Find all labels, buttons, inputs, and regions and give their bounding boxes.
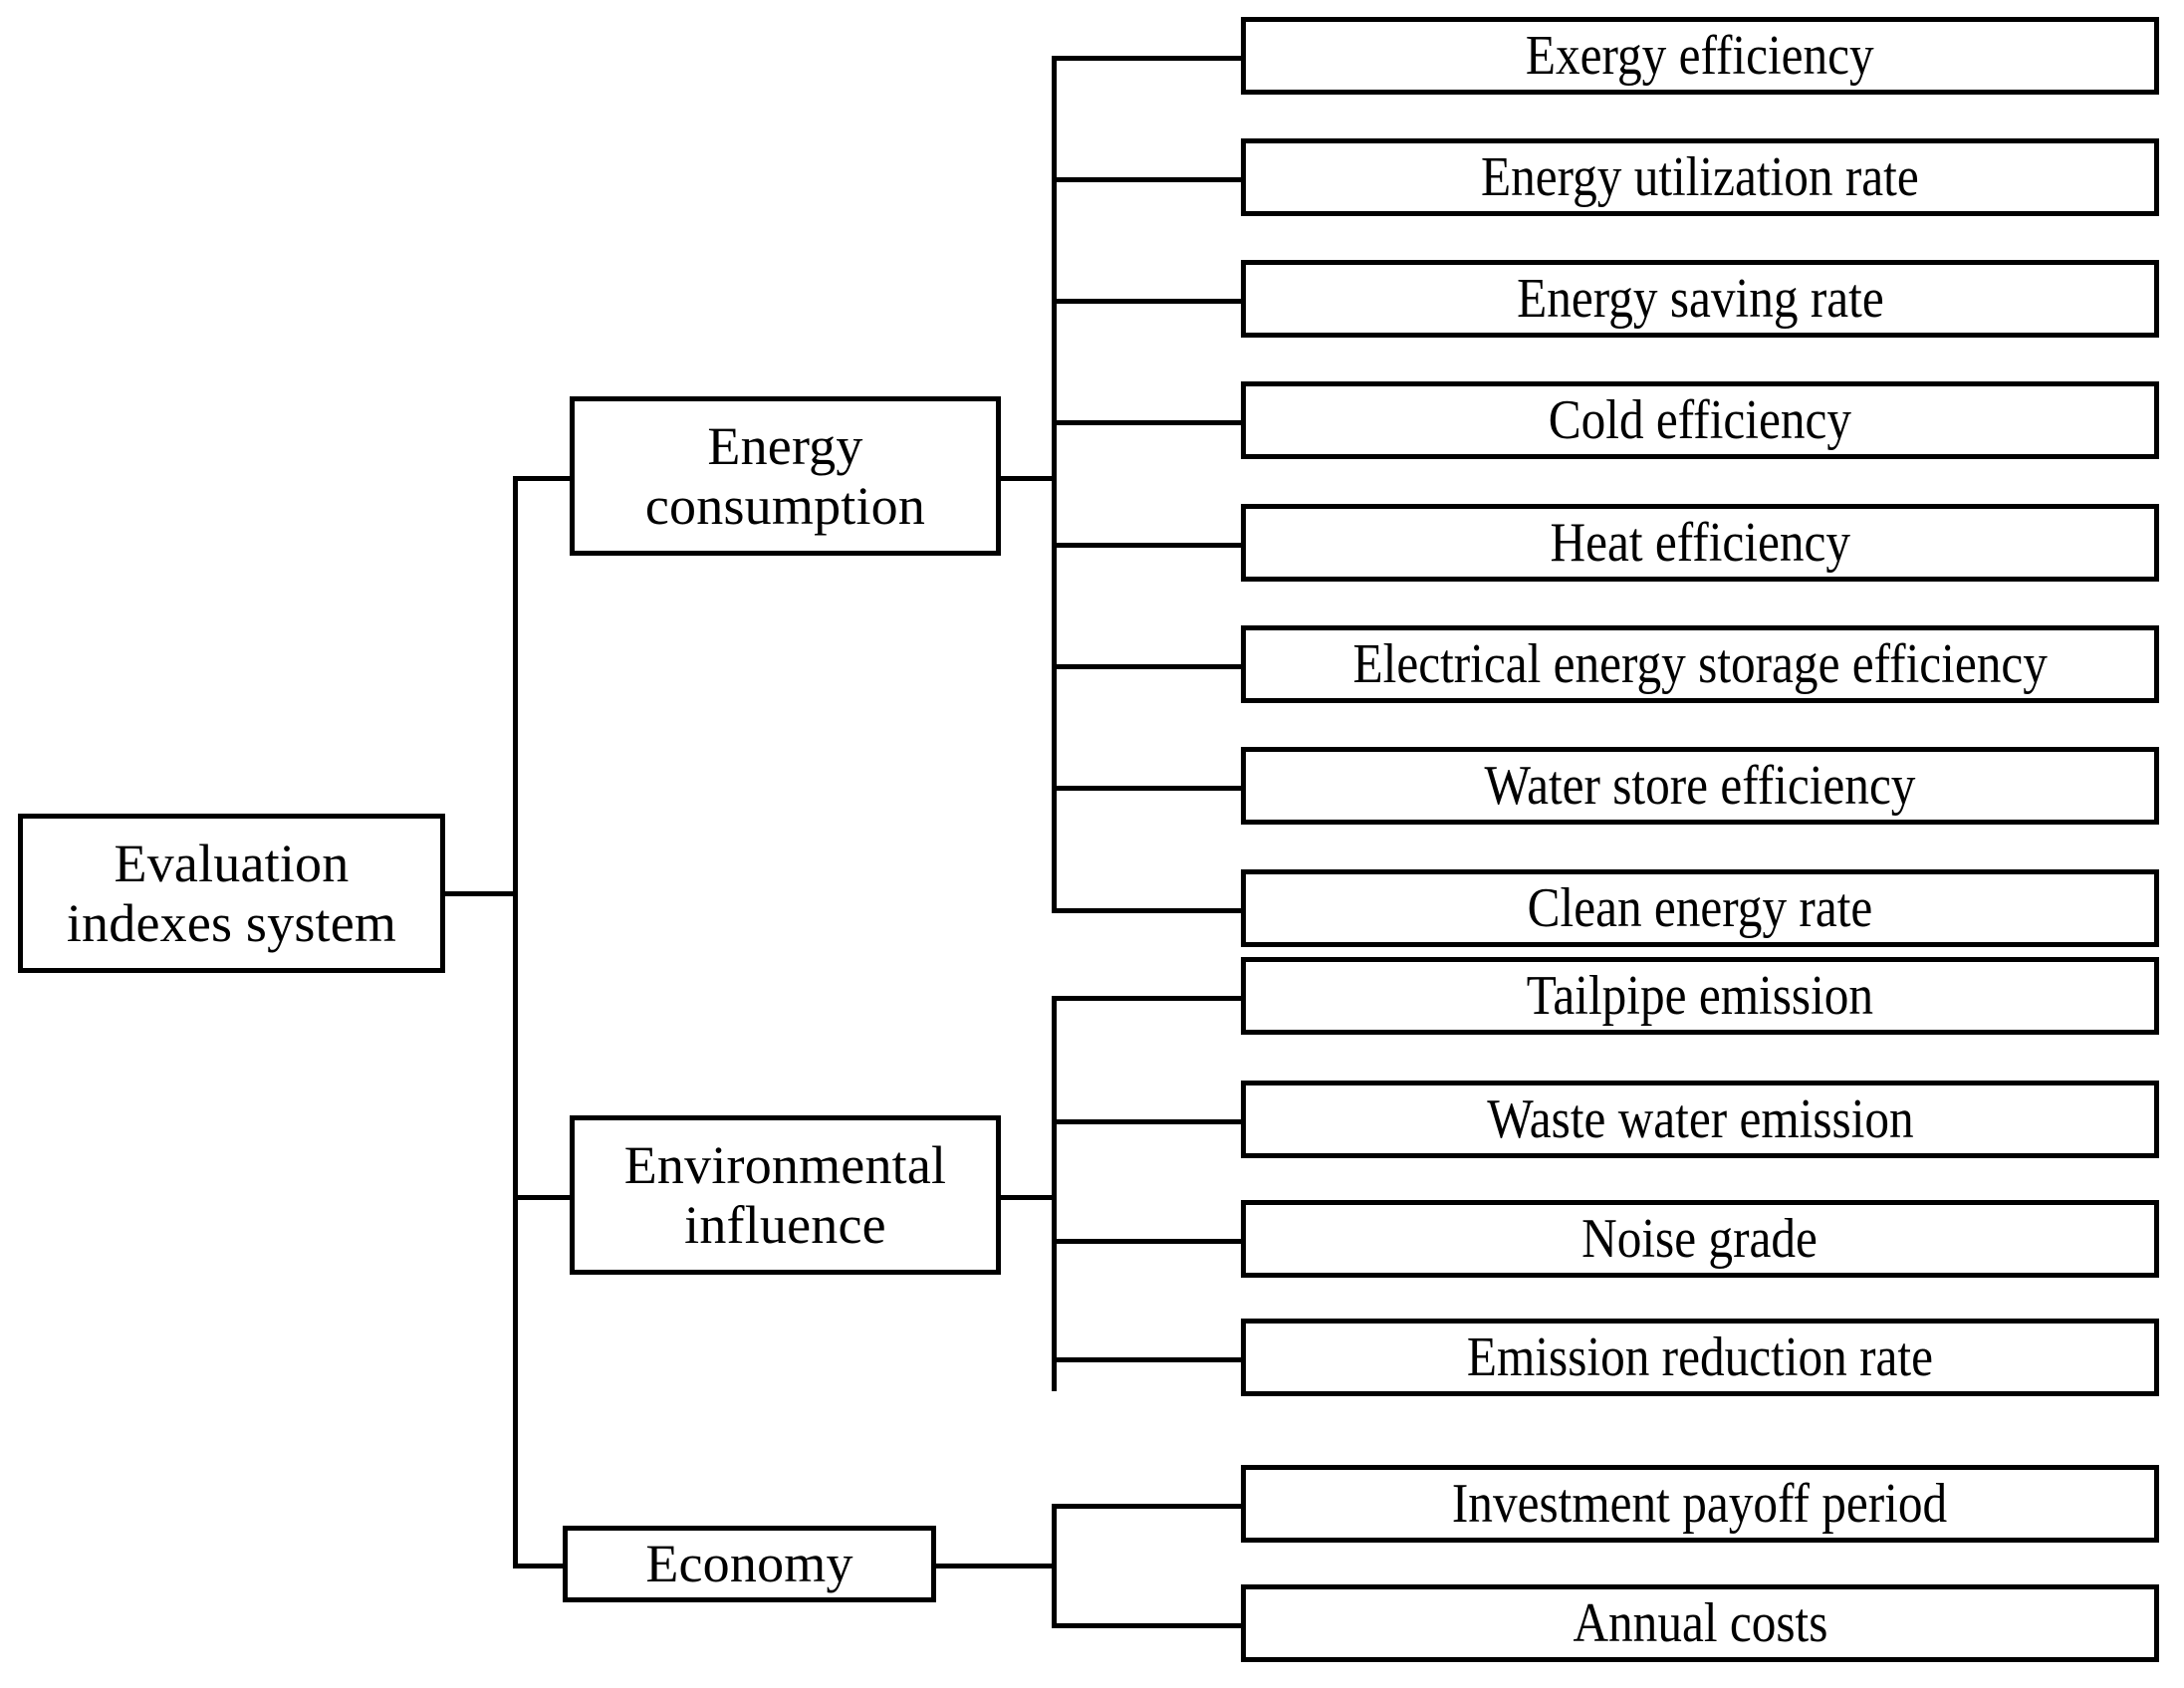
leaf-node-label: Energy utilization rate (1481, 145, 1919, 208)
leaf-node-cold-efficiency[interactable]: Cold efficiency (1241, 381, 2159, 459)
leaf-node-label: Exergy efficiency (1526, 24, 1874, 87)
leaf-node-clean-energy-rate[interactable]: Clean energy rate (1241, 869, 2159, 947)
leaf-node-label: Clean energy rate (1527, 876, 1873, 939)
leaf-node-label: Electrical energy storage efficiency (1352, 632, 2048, 695)
edge-energy-leaf-1 (1052, 56, 1245, 61)
leaf-node-energy-utilization-rate[interactable]: Energy utilization rate (1241, 138, 2159, 216)
edge-economy-subtrunk (1052, 1504, 1057, 1628)
edge-root-to-trunk (443, 891, 517, 896)
edge-main-trunk (513, 476, 518, 1566)
leaf-node-water-store-efficiency[interactable]: Water store efficiency (1241, 747, 2159, 825)
edge-trunk-to-economy (513, 1564, 563, 1568)
branch-node-economy-label: Economy (645, 1534, 853, 1594)
leaf-node-waste-water-emission[interactable]: Waste water emission (1241, 1081, 2159, 1158)
edge-environmental-leaf-3 (1052, 1239, 1245, 1244)
leaf-node-tailpipe-emission[interactable]: Tailpipe emission (1241, 957, 2159, 1035)
leaf-node-label: Emission reduction rate (1466, 1326, 1934, 1388)
leaf-node-label: Noise grade (1581, 1207, 1819, 1270)
branch-node-economy[interactable]: Economy (563, 1526, 936, 1602)
leaf-node-emission-reduction-rate[interactable]: Emission reduction rate (1241, 1319, 2159, 1396)
leaf-node-label: Water store efficiency (1484, 754, 1916, 817)
edge-energy-consumption-to-subtrunk (996, 476, 1056, 481)
edge-energy-leaf-5 (1052, 543, 1245, 548)
edge-environmental-leaf-2 (1052, 1119, 1245, 1124)
leaf-node-label: Investment payoff period (1452, 1472, 1948, 1535)
leaf-node-annual-costs[interactable]: Annual costs (1241, 1584, 2159, 1662)
edge-energy-leaf-8 (1052, 908, 1245, 913)
edge-energy-leaf-4 (1052, 420, 1245, 425)
leaf-node-noise-grade[interactable]: Noise grade (1241, 1200, 2159, 1278)
edge-energy-leaf-7 (1052, 786, 1245, 791)
leaf-node-exergy-efficiency[interactable]: Exergy efficiency (1241, 17, 2159, 95)
edge-energy-leaf-6 (1052, 664, 1245, 669)
edge-economy-to-subtrunk (931, 1564, 1056, 1568)
leaf-node-electrical-energy-storage-efficiency[interactable]: Electrical energy storage efficiency (1241, 625, 2159, 703)
leaf-node-energy-saving-rate[interactable]: Energy saving rate (1241, 260, 2159, 338)
edge-environmental-leaf-1 (1052, 996, 1245, 1001)
leaf-node-label: Cold efficiency (1548, 388, 1852, 451)
edge-environmental-leaf-4 (1052, 1357, 1245, 1362)
leaf-node-label: Waste water emission (1486, 1087, 1914, 1150)
leaf-node-heat-efficiency[interactable]: Heat efficiency (1241, 504, 2159, 582)
leaf-node-investment-payoff-period[interactable]: Investment payoff period (1241, 1465, 2159, 1543)
edge-environmental-subtrunk (1052, 996, 1057, 1391)
edge-energy-leaf-3 (1052, 299, 1245, 304)
leaf-node-label: Heat efficiency (1550, 511, 1850, 574)
edge-energy-leaf-2 (1052, 177, 1245, 182)
edge-trunk-to-energy-consumption (513, 476, 573, 481)
edge-energy-consumption-subtrunk (1052, 56, 1057, 908)
edge-economy-leaf-1 (1052, 1504, 1245, 1509)
edge-environmental-influence-to-subtrunk (996, 1195, 1056, 1200)
leaf-node-label: Energy saving rate (1516, 267, 1884, 330)
leaf-node-label: Annual costs (1573, 1591, 1827, 1654)
edge-economy-leaf-2 (1052, 1623, 1245, 1628)
leaf-node-label: Tailpipe emission (1526, 964, 1874, 1027)
edge-trunk-to-environmental-influence (513, 1195, 573, 1200)
